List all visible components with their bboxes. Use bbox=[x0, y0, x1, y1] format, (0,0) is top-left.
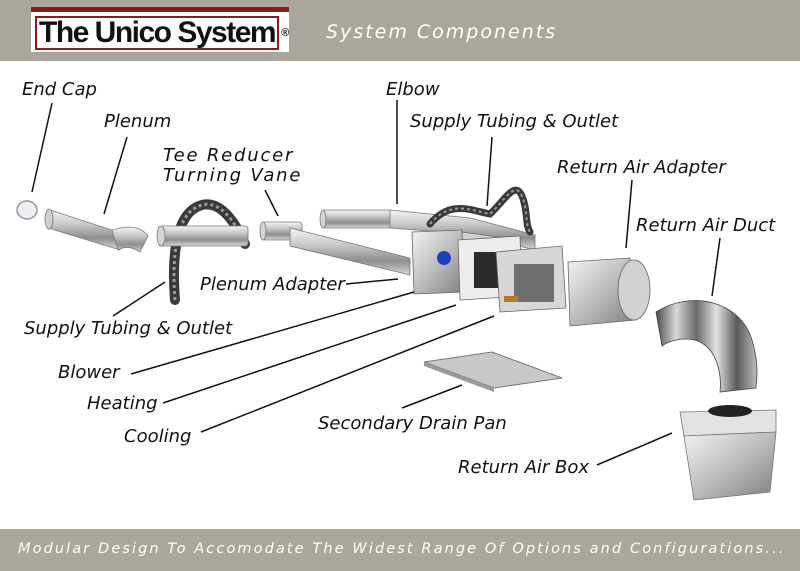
logo-stripe bbox=[31, 7, 289, 12]
label-supply-tubing-top: Supply Tubing & Outlet bbox=[410, 111, 619, 132]
plenum-lower-part bbox=[289, 227, 411, 276]
plenum-part bbox=[44, 208, 149, 253]
leader-lines bbox=[31, 100, 721, 466]
secondary-drain-pan-part bbox=[423, 351, 563, 392]
leader-heating bbox=[162, 304, 457, 404]
leader-supply-tubing-left bbox=[112, 281, 166, 317]
label-tee-reducer: Tee Reducer bbox=[163, 145, 295, 166]
leader-secondary-drain-pan bbox=[401, 384, 463, 409]
label-elbow: Elbow bbox=[386, 79, 440, 100]
label-secondary-drain-pan: Secondary Drain Pan bbox=[318, 413, 507, 434]
leader-tee-reducer bbox=[264, 189, 279, 217]
page-title: System Components bbox=[326, 21, 558, 43]
leader-end-cap bbox=[31, 102, 53, 193]
unico-logo: The Unico System® bbox=[31, 7, 289, 52]
supply-tubing-top-part bbox=[426, 186, 534, 236]
return-air-adapter-part bbox=[567, 257, 651, 327]
return-air-box-part bbox=[679, 405, 777, 501]
return-air-duct-part bbox=[655, 300, 758, 393]
end-cap-part bbox=[16, 200, 38, 220]
label-cooling: Cooling bbox=[124, 426, 192, 447]
label-plenum: Plenum bbox=[104, 111, 172, 132]
label-end-cap: End Cap bbox=[22, 79, 97, 100]
leader-return-air-duct bbox=[711, 237, 721, 297]
leader-cooling bbox=[200, 315, 495, 433]
label-heating: Heating bbox=[87, 393, 158, 414]
label-return-air-box: Return Air Box bbox=[458, 457, 590, 478]
label-plenum-adapter: Plenum Adapter bbox=[200, 274, 345, 295]
label-supply-tubing-left: Supply Tubing & Outlet bbox=[24, 318, 233, 339]
leader-plenum-adapter bbox=[345, 278, 399, 285]
leader-plenum bbox=[103, 136, 128, 215]
leader-blower bbox=[130, 291, 415, 375]
supply-tubing-left-part bbox=[169, 199, 250, 305]
cooling-part bbox=[495, 245, 567, 313]
label-blower: Blower bbox=[58, 362, 120, 383]
leader-return-air-box bbox=[596, 432, 673, 466]
label-return-air-adapter: Return Air Adapter bbox=[557, 157, 726, 178]
label-return-air-duct: Return Air Duct bbox=[636, 215, 776, 236]
registered-mark: ® bbox=[281, 27, 289, 39]
label-turning-vane: Turning Vane bbox=[163, 165, 303, 186]
tee-part bbox=[156, 225, 249, 247]
footer-tagline: Modular Design To Accomodate The Widest … bbox=[18, 541, 786, 557]
logo-wordmark-text: The Unico System bbox=[35, 16, 280, 50]
header-bar: The Unico System® System Components bbox=[0, 0, 800, 61]
logo-wordmark: The Unico System® bbox=[35, 15, 289, 51]
leader-return-air-adapter bbox=[625, 179, 633, 249]
leader-supply-tubing-top bbox=[486, 136, 493, 207]
footer-bar: Modular Design To Accomodate The Widest … bbox=[0, 529, 800, 571]
